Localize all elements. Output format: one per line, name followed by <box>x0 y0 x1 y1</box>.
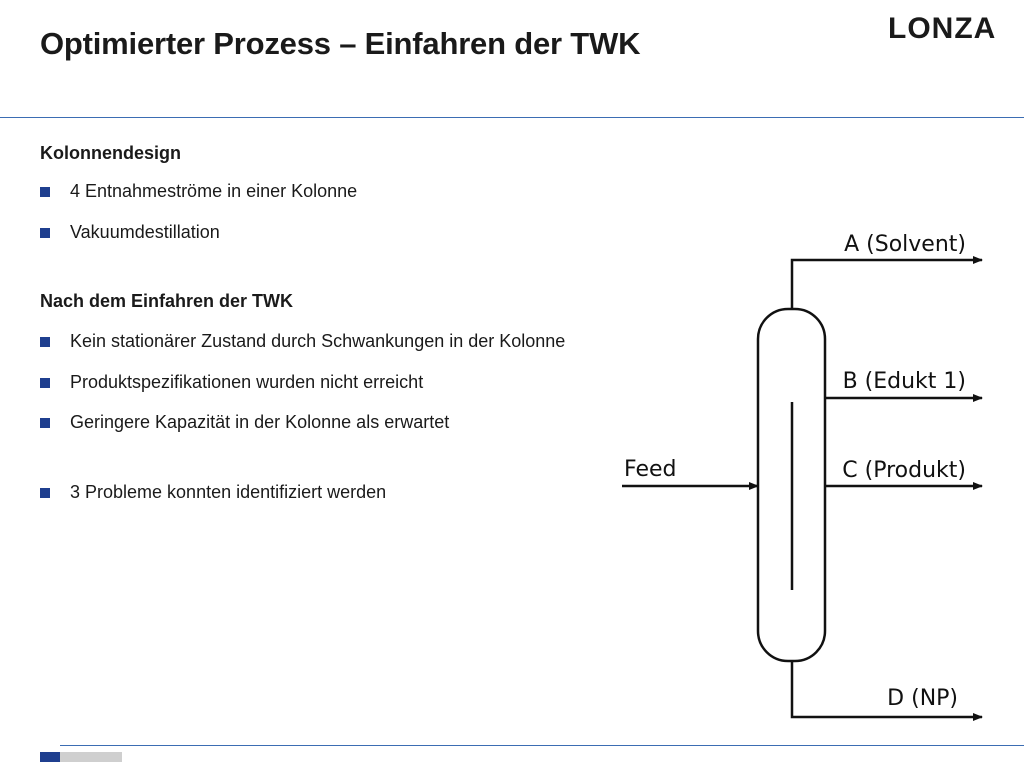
slide-title: Optimierter Prozess – Einfahren der TWK <box>40 26 641 61</box>
bullet-square-icon <box>40 336 50 347</box>
list-item-text: Geringere Kapazität in der Kolonne als e… <box>70 412 450 432</box>
bullet-square-icon <box>40 227 50 238</box>
list-item: 3 Probleme konnten identifiziert werden <box>40 482 386 503</box>
list-item: 4 Entnahmeströme in einer Kolonne <box>40 181 357 202</box>
list-item: Kein stationärer Zustand durch Schwankun… <box>40 331 565 352</box>
bullet-square-icon <box>40 186 50 197</box>
list-item-text: 3 Probleme konnten identifiziert werden <box>70 482 387 502</box>
bullet-square-icon <box>40 417 50 428</box>
bullet-square-icon <box>40 377 50 388</box>
header-divider <box>0 117 1024 118</box>
list-item-text: Vakuumdestillation <box>70 222 220 242</box>
feed-label: Feed <box>624 457 677 482</box>
stream-b-label: B (Edukt 1) <box>843 369 966 394</box>
list-item-text: Produktspezifikationen wurden nicht erre… <box>70 372 424 392</box>
list-item: Geringere Kapazität in der Kolonne als e… <box>40 412 449 433</box>
list-item-text: 4 Entnahmeströme in einer Kolonne <box>70 181 358 201</box>
footer-accent <box>40 752 60 762</box>
stream-c-label: C (Produkt) <box>842 458 966 483</box>
bullet-square-icon <box>40 487 50 498</box>
stream-d-line <box>790 661 983 721</box>
stream-d-label: D (NP) <box>887 686 958 711</box>
list-item: Produktspezifikationen wurden nicht erre… <box>40 372 423 393</box>
footer-divider <box>60 745 1024 746</box>
stream-a-line <box>790 256 983 309</box>
lonza-logo: LONZA <box>888 12 997 45</box>
stream-a-label: A (Solvent) <box>844 232 966 257</box>
section-heading-kolonnendesign: Kolonnendesign <box>40 143 181 163</box>
list-item-text: Kein stationärer Zustand durch Schwankun… <box>70 331 566 351</box>
section-heading-nach-einfahren: Nach dem Einfahren der TWK <box>40 291 294 311</box>
footer-bar <box>40 752 122 762</box>
list-item: Vakuumdestillation <box>40 222 220 243</box>
